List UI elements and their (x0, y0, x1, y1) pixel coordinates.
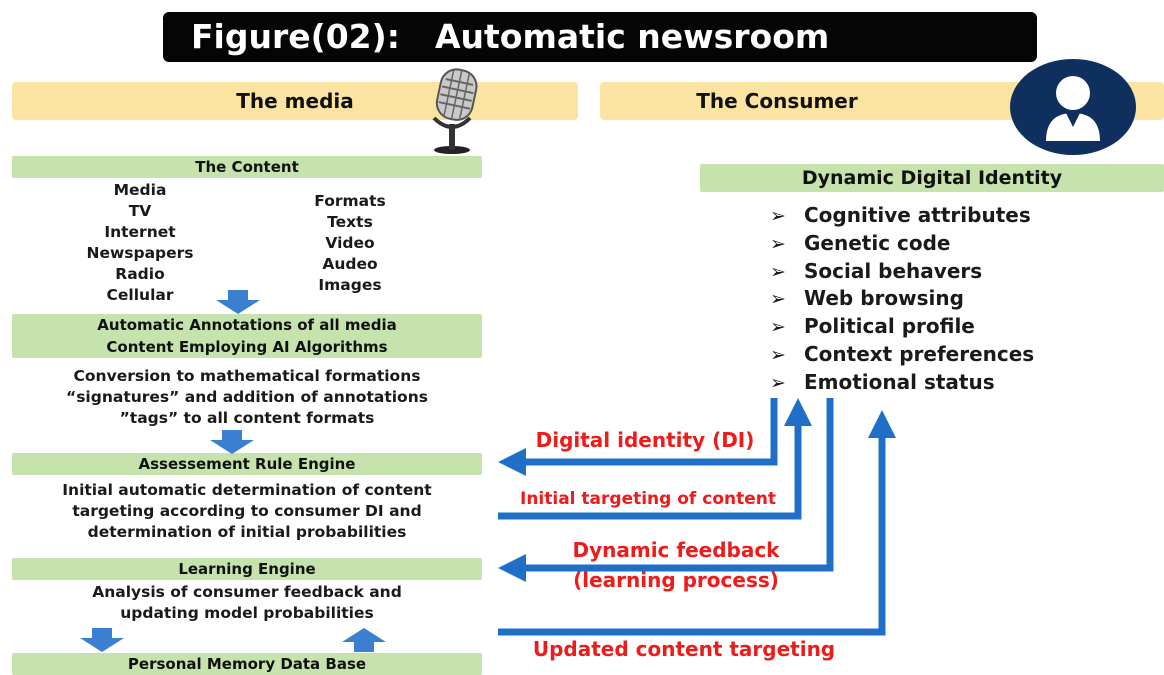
flow-label-learning-process: (learning process) (573, 568, 779, 592)
identity-header: Dynamic Digital Identity (700, 164, 1164, 192)
dynamic-feedback-arrow (498, 398, 834, 582)
format-item: Audeo (322, 255, 378, 273)
identity-attribute: ➢Web browsing (770, 285, 1034, 313)
bullet-arrow-icon: ➢ (770, 343, 786, 366)
bullet-arrow-icon: ➢ (770, 260, 786, 283)
source-item: Media (113, 181, 167, 199)
format-item: Video (325, 234, 375, 252)
learning-header: Learning Engine (12, 558, 482, 580)
bullet-arrow-icon: ➢ (770, 316, 786, 339)
format-item: Texts (327, 213, 373, 231)
user-avatar-icon (1010, 59, 1136, 155)
bullet-arrow-icon: ➢ (770, 288, 786, 311)
identity-attribute: ➢Emotional status (770, 369, 1034, 397)
format-item: Formats (314, 192, 386, 210)
flow-label-initial-targeting: Initial targeting of content (520, 489, 776, 509)
flow-label-updated-targeting: Updated content targeting (532, 637, 836, 661)
digital-identity-arrow (498, 398, 778, 476)
bullet-arrow-icon: ➢ (770, 205, 786, 227)
bullet-arrow-icon: ➢ (770, 371, 786, 394)
up-arrow-icon (342, 628, 386, 652)
bullet-arrow-icon: ➢ (770, 232, 786, 255)
down-arrow-icon (80, 628, 124, 652)
assessment-header: Assessement Rule Engine (12, 453, 482, 475)
identity-attribute: ➢Genetic code (770, 230, 1034, 258)
identity-attribute: ➢Cognitive attributes (770, 202, 1034, 230)
annotations-line-1: Automatic Annotations of all media (97, 316, 397, 334)
learning-description: Analysis of consumer feedback and updati… (92, 583, 402, 622)
flow-label-dynamic-feedback: Dynamic feedback (572, 538, 780, 562)
assessment-description: Initial automatic determination of conte… (62, 481, 432, 541)
content-sources: Media TV Internet Newspapers Radio Cellu… (70, 180, 210, 306)
media-header: The media (12, 82, 578, 120)
source-item: Newspapers (86, 244, 194, 262)
content-formats: Formats Texts Video Audeo Images (290, 191, 410, 296)
updated-targeting-arrow (498, 410, 896, 636)
figure-title: Automatic newsroom (435, 17, 830, 56)
source-item: Cellular (106, 286, 174, 304)
identity-attribute: ➢Social behavers (770, 258, 1034, 286)
identity-attribute-list: ➢Cognitive attributes ➢Genetic code ➢Soc… (770, 202, 1034, 397)
memory-header: Personal Memory Data Base (12, 653, 482, 675)
down-arrow-icon (216, 290, 260, 314)
figure-title-bar: Figure(02): Automatic newsroom (163, 12, 1037, 62)
annotations-description: Conversion to mathematical formations “s… (66, 367, 428, 427)
source-item: Radio (115, 265, 165, 283)
identity-attribute: ➢Political profile (770, 313, 1034, 341)
initial-targeting-arrow (498, 398, 812, 520)
format-item: Images (318, 276, 382, 294)
content-header: The Content (12, 156, 482, 178)
microphone-icon (432, 68, 478, 154)
down-arrow-icon (210, 430, 254, 454)
annotations-line-2: Content Employing AI Algorithms (106, 338, 388, 356)
identity-attribute: ➢Context preferences (770, 341, 1034, 369)
annotations-box: Automatic Annotations of all media Conte… (12, 314, 482, 358)
source-item: Internet (104, 223, 176, 241)
source-item: TV (128, 202, 152, 220)
flow-label-digital-identity: Digital identity (DI) (535, 428, 755, 452)
figure-label: Figure(02): (191, 17, 400, 56)
